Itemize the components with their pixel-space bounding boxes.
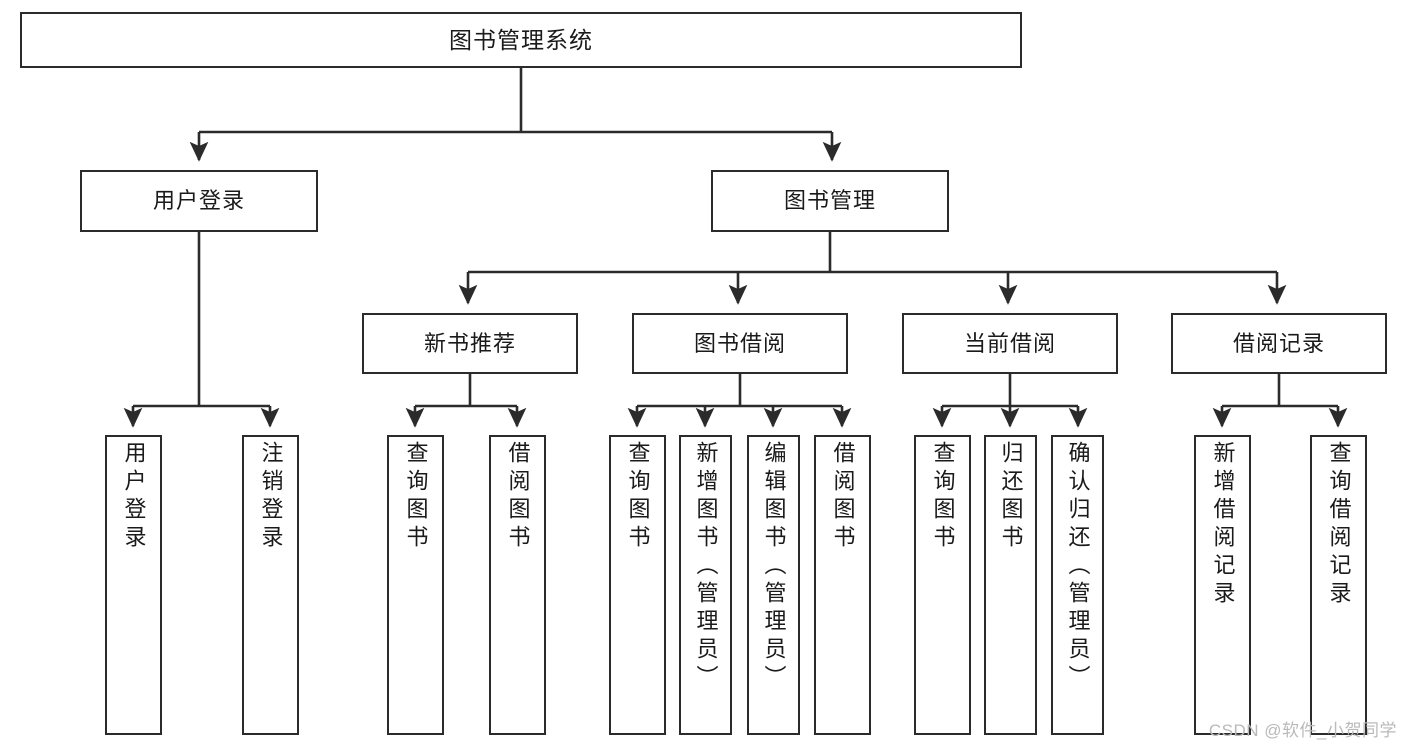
leaf-edit-book-admin[interactable]: 编辑图书（管理员） <box>747 435 800 735</box>
node-book-borrow-label: 图书借阅 <box>693 330 786 356</box>
node-root[interactable]: 图书管理系统 <box>20 12 1022 68</box>
leaf-query-books-recommend[interactable]: 查询图书 <box>387 435 444 735</box>
node-book-management-label: 图书管理 <box>783 188 876 213</box>
node-user-login-label: 用户登录 <box>152 188 245 213</box>
leaf-logout[interactable]: 注销登录 <box>242 435 299 735</box>
leaf-user-login-label: 用户登录 <box>121 441 147 553</box>
leaf-return-books-label: 归还图书 <box>998 441 1024 553</box>
leaf-add-borrow-record[interactable]: 新增借阅记录 <box>1194 435 1251 735</box>
node-book-management[interactable]: 图书管理 <box>711 170 949 232</box>
leaf-borrow-books-borrow-label: 借阅图书 <box>830 441 856 553</box>
leaf-logout-label: 注销登录 <box>258 441 284 553</box>
node-current-borrow-label: 当前借阅 <box>963 330 1056 356</box>
node-root-label: 图书管理系统 <box>449 26 593 53</box>
leaf-query-books-current[interactable]: 查询图书 <box>914 435 971 735</box>
leaf-query-borrow-record-label: 查询借阅记录 <box>1326 441 1352 609</box>
leaf-user-login[interactable]: 用户登录 <box>105 435 162 735</box>
leaf-add-book-admin-label: 新增图书（管理员） <box>693 441 719 693</box>
node-borrow-records[interactable]: 借阅记录 <box>1171 313 1387 374</box>
leaf-edit-book-admin-label: 编辑图书（管理员） <box>761 441 787 693</box>
leaf-add-borrow-record-label: 新增借阅记录 <box>1210 441 1236 609</box>
leaf-query-borrow-record[interactable]: 查询借阅记录 <box>1310 435 1367 735</box>
watermark: CSDN @软件_小贺同学 <box>1208 721 1397 740</box>
leaf-confirm-return-admin[interactable]: 确认归还（管理员） <box>1051 435 1104 735</box>
node-user-login[interactable]: 用户登录 <box>80 170 318 232</box>
leaf-query-books-current-label: 查询图书 <box>930 441 956 553</box>
node-borrow-records-label: 借阅记录 <box>1232 330 1325 356</box>
leaf-query-books-borrow-label: 查询图书 <box>625 441 651 553</box>
leaf-return-books[interactable]: 归还图书 <box>984 435 1037 735</box>
leaf-query-books-recommend-label: 查询图书 <box>403 441 429 553</box>
node-current-borrow[interactable]: 当前借阅 <box>902 313 1118 374</box>
node-new-book-recommend[interactable]: 新书推荐 <box>362 313 578 374</box>
leaf-query-books-borrow[interactable]: 查询图书 <box>609 435 666 735</box>
leaf-borrow-books-recommend-label: 借阅图书 <box>505 441 531 553</box>
node-book-borrow[interactable]: 图书借阅 <box>632 313 848 374</box>
leaf-borrow-books-borrow[interactable]: 借阅图书 <box>814 435 871 735</box>
node-new-book-recommend-label: 新书推荐 <box>423 330 516 356</box>
leaf-confirm-return-admin-label: 确认归还（管理员） <box>1065 441 1091 693</box>
leaf-borrow-books-recommend[interactable]: 借阅图书 <box>489 435 546 735</box>
leaf-add-book-admin[interactable]: 新增图书（管理员） <box>679 435 732 735</box>
